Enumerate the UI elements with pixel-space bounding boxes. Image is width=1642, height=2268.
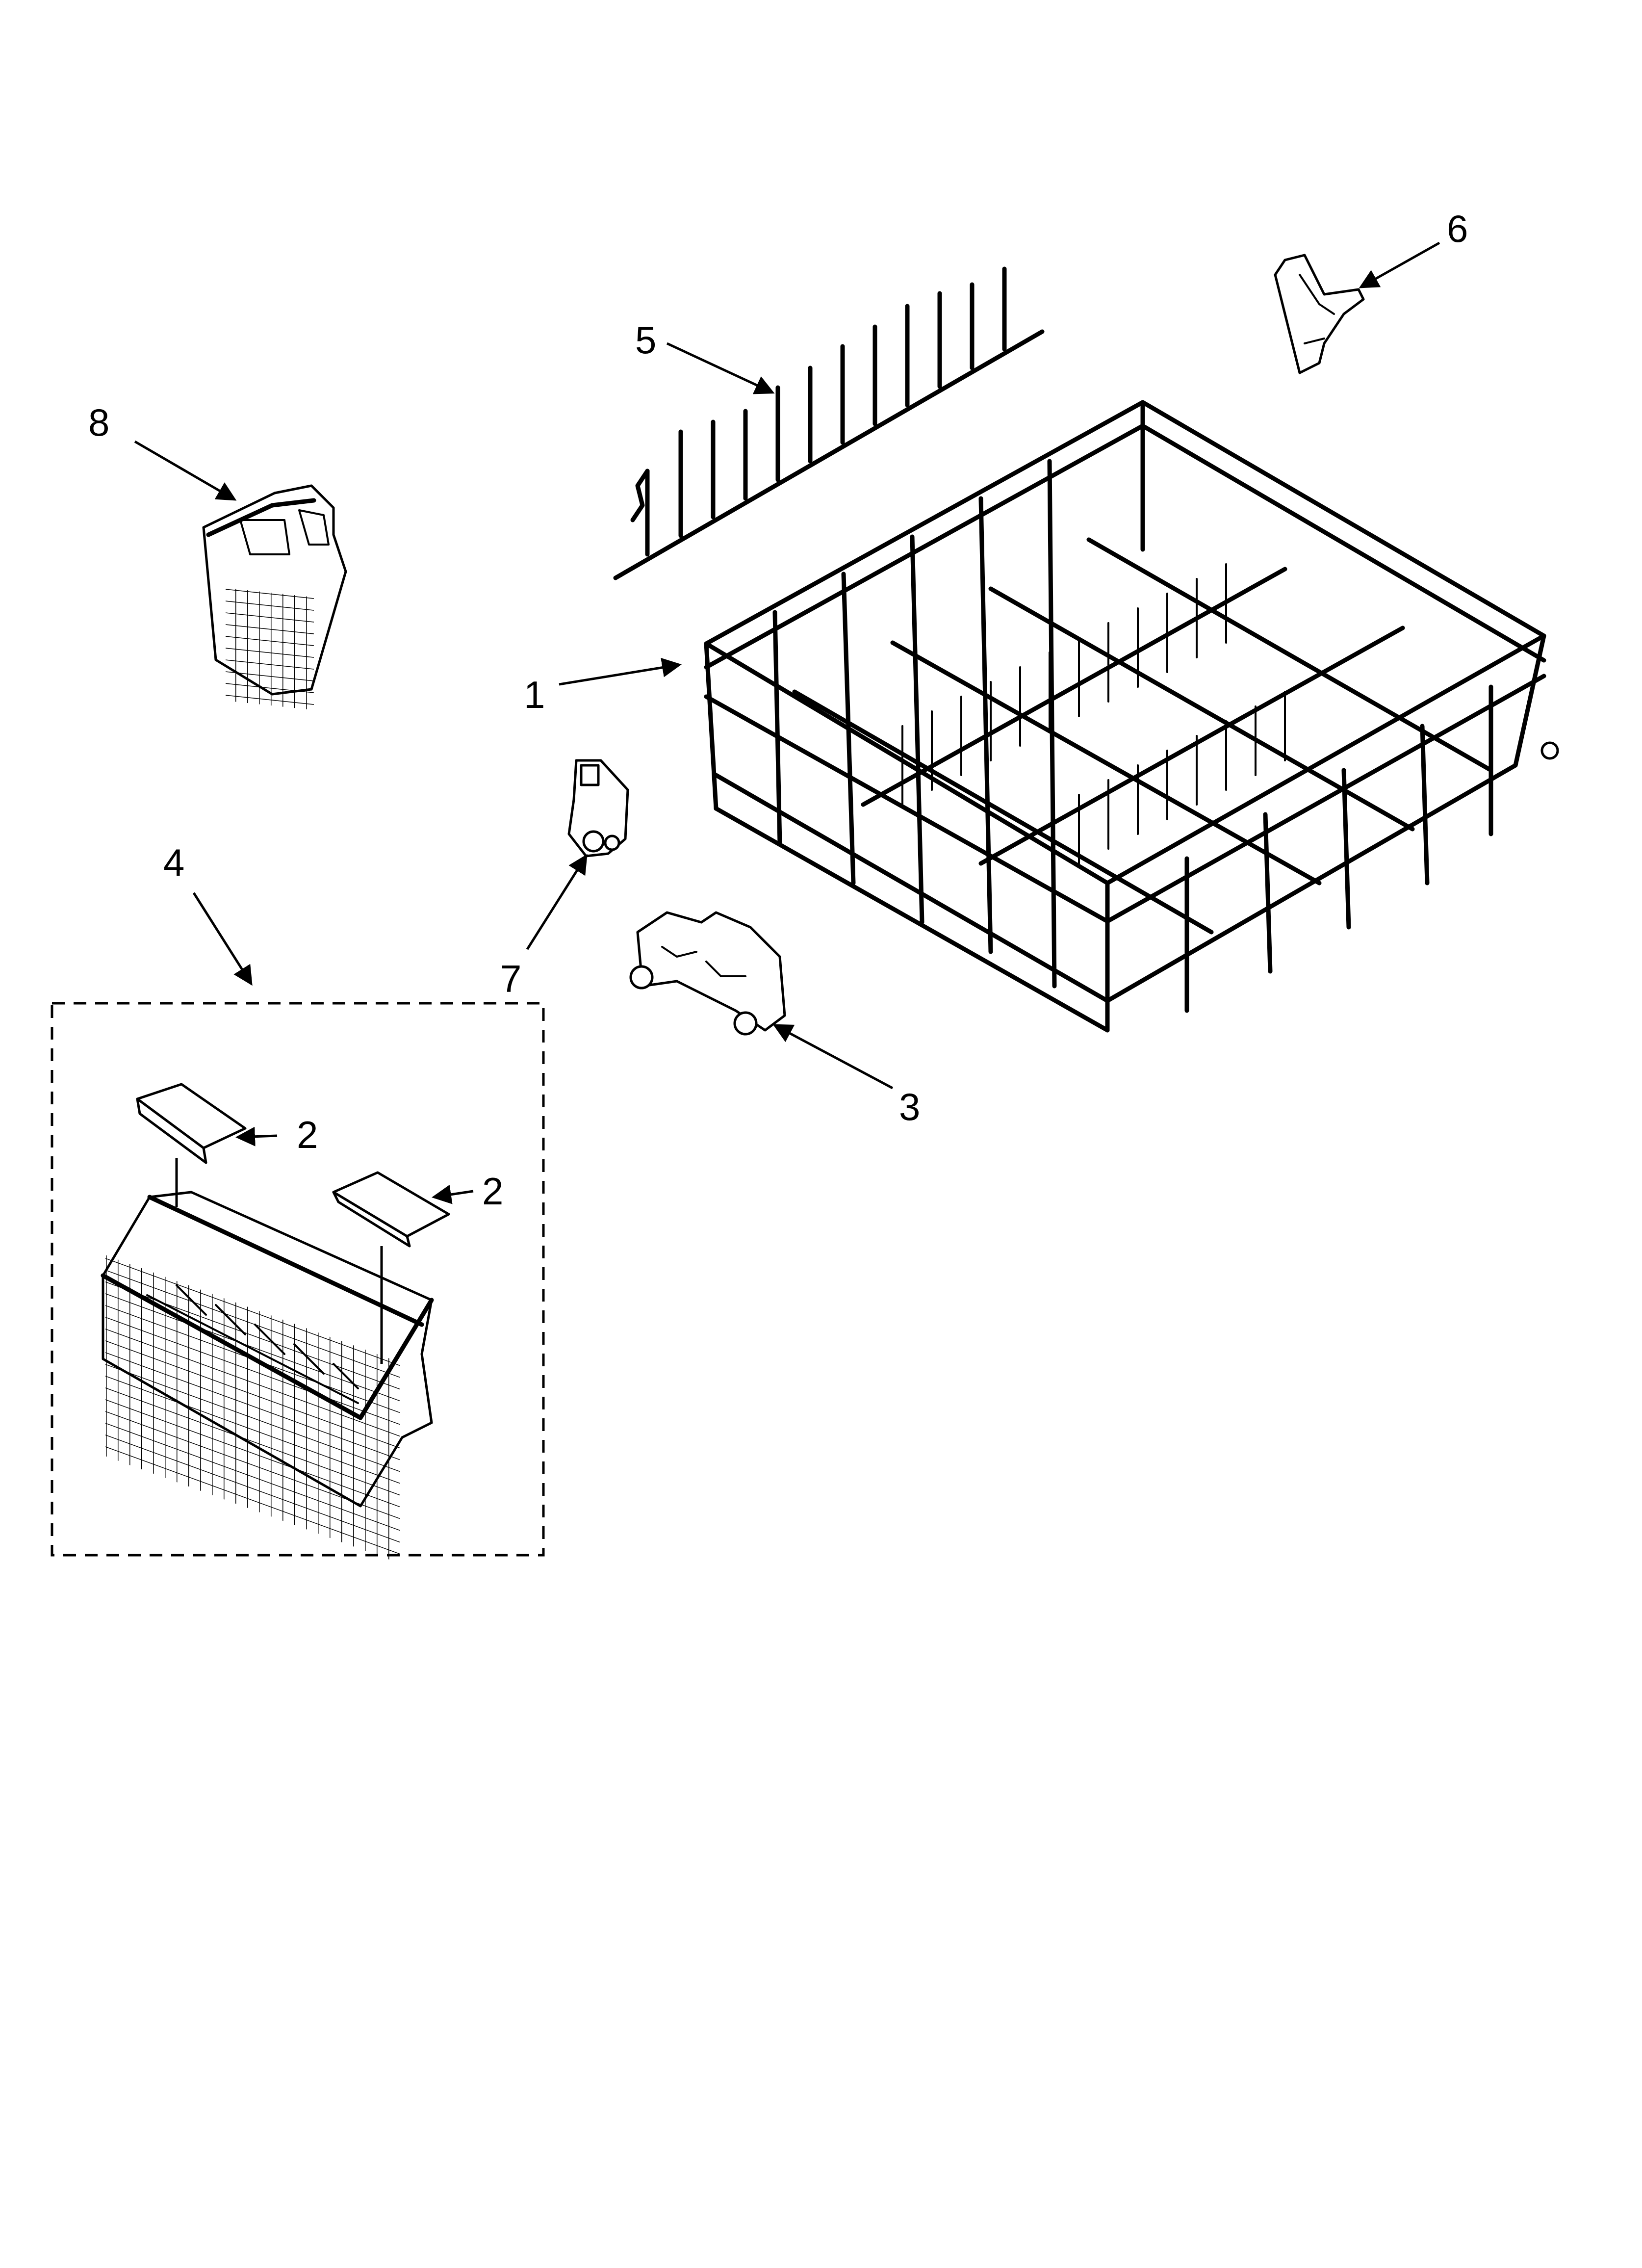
lower-rack-part-1 <box>704 400 1559 1033</box>
basket-lid-part-2a <box>136 1083 247 1207</box>
callout-2b: 2 <box>482 1170 503 1213</box>
silverware-basket-kit-part-4 <box>51 1002 545 1564</box>
callout-2a: 2 <box>297 1113 318 1156</box>
roller-assembly-part-3 <box>629 911 786 1036</box>
callout-1: 1 <box>524 673 545 716</box>
callout-5: 5 <box>635 318 656 362</box>
bracket-part-7 <box>567 759 629 858</box>
callout-7: 7 <box>500 957 521 1000</box>
callout-3: 3 <box>899 1085 920 1128</box>
kit-boundary <box>51 1002 545 1557</box>
leader-lines <box>134 241 1440 1204</box>
callout-4: 4 <box>163 841 184 884</box>
tine-row-part-5 <box>613 266 1045 580</box>
clip-part-6 <box>1274 254 1365 374</box>
small-basket-part-8 <box>202 484 347 710</box>
callout-6: 6 <box>1447 207 1468 250</box>
callout-8: 8 <box>88 401 109 444</box>
basket-lid-part-2b <box>332 1171 450 1364</box>
